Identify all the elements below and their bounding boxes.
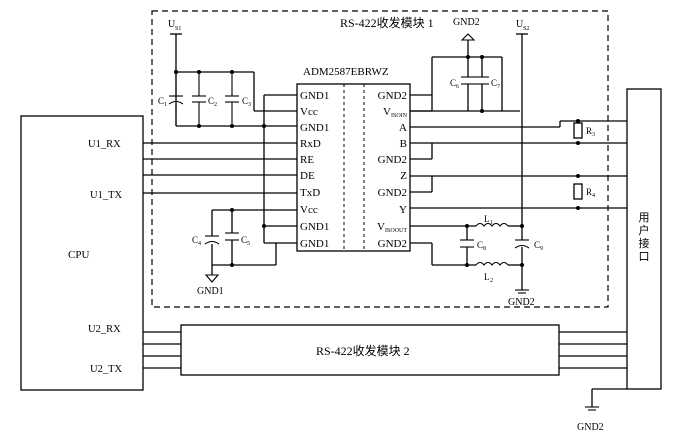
cap-c2: C bbox=[208, 96, 214, 106]
svg-text:8: 8 bbox=[483, 246, 486, 252]
chip-right-pin: GND2 bbox=[378, 238, 407, 250]
svg-text:1: 1 bbox=[490, 220, 493, 226]
chip-right-pin: GND2 bbox=[378, 154, 407, 166]
user-port-label-4: 口 bbox=[639, 251, 650, 263]
svg-text:R: R bbox=[586, 126, 592, 136]
cpu-pin-u2-rx: U2_RX bbox=[88, 324, 121, 335]
svg-text:4: 4 bbox=[592, 193, 595, 199]
cap-c7: C bbox=[491, 78, 497, 88]
chip-left-pin: GND1 bbox=[300, 122, 329, 134]
cap-c5: C bbox=[241, 235, 247, 245]
chip-left-pin: Vcc bbox=[300, 106, 318, 118]
chip-name: ADM2587EBRWZ bbox=[303, 66, 389, 78]
svg-text:3: 3 bbox=[592, 132, 595, 138]
user-port-label-2: 户 bbox=[639, 223, 650, 237]
supply-us2: U bbox=[516, 19, 524, 30]
cap-c3: C bbox=[242, 96, 248, 106]
svg-text:3: 3 bbox=[248, 102, 251, 108]
chip-left-pin: TxD bbox=[300, 187, 320, 199]
chip-left-pin: Vcc bbox=[300, 204, 318, 216]
chip-right-pin: GND2 bbox=[378, 90, 407, 102]
svg-text:9: 9 bbox=[540, 246, 543, 252]
chip-left-pin: RE bbox=[300, 154, 314, 166]
chip-right-pin: Y bbox=[399, 204, 407, 216]
svg-text:2: 2 bbox=[214, 102, 217, 108]
resistor-r3 bbox=[573, 122, 583, 139]
gnd1-label: GND1 bbox=[197, 286, 224, 297]
cpu-block bbox=[20, 115, 144, 391]
chip-right-pin: Z bbox=[400, 170, 407, 182]
chip-left-pin: GND1 bbox=[300, 238, 329, 250]
cap-c1: C bbox=[158, 96, 164, 106]
svg-text:6: 6 bbox=[456, 84, 459, 90]
module2-block bbox=[180, 324, 560, 376]
svg-text:7: 7 bbox=[497, 84, 500, 90]
cpu-pin-u2-tx: U2_TX bbox=[90, 364, 122, 375]
chip-body bbox=[296, 83, 411, 252]
chip-left-pin: RxD bbox=[300, 138, 321, 150]
resistor-r4 bbox=[573, 183, 583, 200]
cpu-pin-u1-tx: U1_TX bbox=[90, 190, 122, 201]
supply-us1: U bbox=[168, 19, 176, 30]
chip-right-pin: A bbox=[399, 122, 407, 134]
svg-text:R: R bbox=[586, 187, 592, 197]
cpu-pin-u1-rx: U1_RX bbox=[88, 139, 121, 150]
user-port-block bbox=[626, 88, 662, 390]
chip-right-pin: GND2 bbox=[378, 187, 407, 199]
cap-c6: C bbox=[450, 78, 456, 88]
cpu-label: CPU bbox=[68, 249, 89, 261]
gnd2-mid-label: GND2 bbox=[508, 297, 535, 308]
module1-title: RS-422收发模块 1 bbox=[340, 15, 434, 30]
chip-left-pin: DE bbox=[300, 170, 315, 182]
chip-left-pin: GND1 bbox=[300, 90, 329, 102]
svg-text:2: 2 bbox=[490, 278, 493, 284]
gnd2-top-label: GND2 bbox=[453, 17, 480, 28]
svg-text:S1: S1 bbox=[175, 26, 181, 32]
cap-c8: C bbox=[477, 240, 483, 250]
user-port-label-1: 用 bbox=[639, 212, 650, 224]
svg-text:S2: S2 bbox=[523, 26, 529, 32]
svg-text:4: 4 bbox=[198, 241, 201, 247]
module2-title: RS-422收发模块 2 bbox=[316, 343, 410, 358]
cap-c9: C bbox=[534, 240, 540, 250]
user-port-label-3: 接 bbox=[639, 237, 650, 250]
inductor-l1: L bbox=[484, 214, 490, 224]
svg-text:1: 1 bbox=[164, 102, 167, 108]
chip-right-pin: B bbox=[400, 138, 407, 150]
inductor-l2: L bbox=[484, 272, 490, 282]
cap-c4: C bbox=[192, 235, 198, 245]
chip-left-pin: GND1 bbox=[300, 221, 329, 233]
gnd2-bottom-label: GND2 bbox=[577, 422, 604, 433]
svg-text:5: 5 bbox=[247, 241, 250, 247]
